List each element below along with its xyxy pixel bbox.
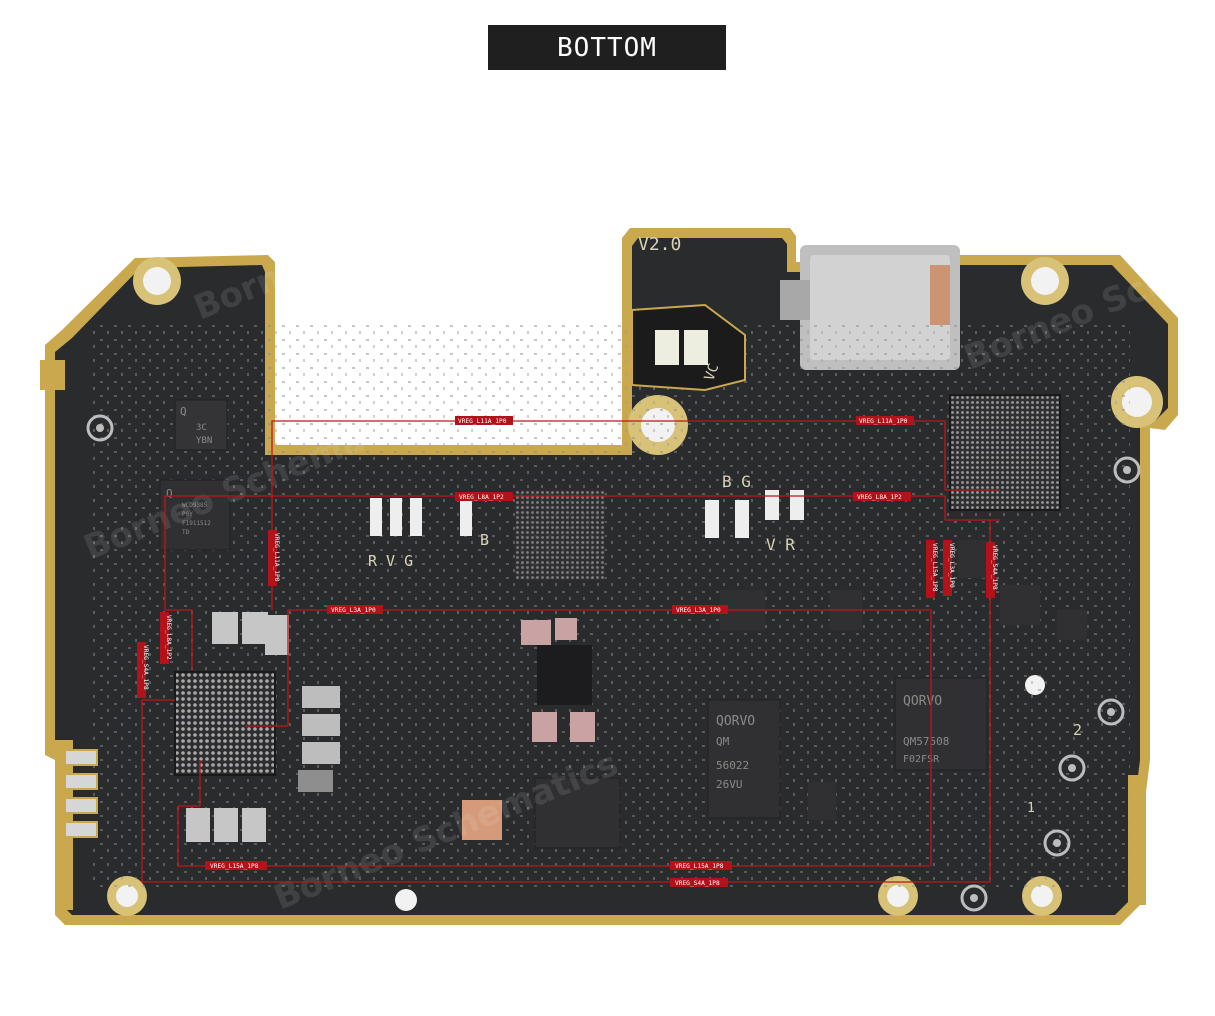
- svg-text:F02FSR: F02FSR: [903, 754, 940, 765]
- svg-text:VREG_L8A_1P2: VREG_L8A_1P2: [857, 494, 902, 501]
- svg-text:QORVO: QORVO: [716, 714, 755, 729]
- net-label-l11a-left: VREG_L11A_1P0: [455, 416, 513, 425]
- svg-text:VREG_L11A_1P0: VREG_L11A_1P0: [859, 418, 908, 425]
- svg-text:B G: B G: [722, 472, 751, 491]
- rf-connectors: [86, 414, 1141, 912]
- net-label-l11a-vertical: VREG_L11A_1P0: [268, 530, 280, 586]
- svg-text:R V G: R V G: [368, 552, 413, 570]
- bga-chips: [174, 394, 1061, 776]
- svg-text:VREG_L11A_1P0: VREG_L11A_1P0: [273, 533, 280, 582]
- net-label-l3a-right: VREG_L3A_1P0: [672, 605, 728, 614]
- chip-marking-qualcomm-mid: Q WCD9385 P0Y F1911512 TD: [166, 487, 211, 536]
- net-label-l8a-left: VREG_L8A_1P2: [455, 492, 513, 501]
- net-label-l15a-right: VREG_L15A_1P8: [670, 861, 732, 870]
- board-revision-label: V2.0: [638, 234, 681, 255]
- svg-text:26VU: 26VU: [716, 778, 743, 791]
- net-label-l15a-vertical: VREG_L15A_1P8: [926, 540, 938, 598]
- net-label-s4a-right: VREG_S4A_1P8: [986, 542, 998, 598]
- svg-text:Q: Q: [166, 487, 173, 500]
- net-label-s4a-bottom: VREG_S4A_1P8: [670, 878, 728, 887]
- net-label-l8a-vertical: VREG_L8A_1P2: [160, 612, 172, 664]
- svg-text:YBN: YBN: [196, 436, 212, 446]
- svg-text:QM: QM: [716, 735, 730, 748]
- svg-text:VREG_L11A_1P0: VREG_L11A_1P0: [458, 418, 507, 425]
- svg-text:VREG_S4A_1P8: VREG_S4A_1P8: [675, 880, 720, 887]
- svg-text:VREG_L15A_1P8: VREG_L15A_1P8: [210, 863, 259, 870]
- svg-text:TD: TD: [182, 529, 190, 536]
- svg-text:V R: V R: [766, 535, 795, 554]
- svg-text:Q: Q: [180, 405, 187, 418]
- chip-marking-qorvo-left: QORVO QM 56022 26VU: [716, 714, 755, 791]
- flash-led: [631, 303, 746, 392]
- chip-marking-qualcomm-small: Q 3C YBN: [180, 405, 212, 446]
- svg-text:VREG_L3A_1P0: VREG_L3A_1P0: [676, 607, 721, 614]
- svg-text:Borneo Schematics: Borneo Schematics: [188, 154, 543, 329]
- svg-text:WCD9385: WCD9385: [182, 502, 208, 509]
- net-label-l3a-left: VREG_L3A_1P0: [327, 605, 383, 614]
- svg-text:VREG_L8A_1P2: VREG_L8A_1P2: [165, 615, 172, 660]
- svg-text:56022: 56022: [716, 759, 749, 772]
- svg-text:1: 1: [1027, 801, 1035, 816]
- connector-pads: [64, 490, 804, 838]
- net-label-s4a-left: VREG_S4A_1P8: [137, 642, 149, 698]
- svg-text:P0Y: P0Y: [182, 511, 193, 518]
- net-label-l15a-left: VREG_L15A_1P8: [205, 861, 267, 870]
- net-label-l8a-right: VREG_L8A_1P2: [853, 492, 911, 501]
- svg-text:VREG_S4A_1P8: VREG_S4A_1P8: [142, 645, 149, 690]
- svg-text:VC: VC: [702, 362, 723, 383]
- svg-text:QM57508: QM57508: [903, 735, 949, 748]
- svg-text:3C: 3C: [196, 423, 207, 433]
- svg-text:VREG_L15A_1P8: VREG_L15A_1P8: [931, 543, 938, 592]
- net-label-l3a-vertical: VREG_L3A_1P0: [943, 540, 955, 596]
- svg-text:2: 2: [1073, 721, 1082, 739]
- page-title: BOTTOM: [488, 25, 726, 70]
- net-traces: [141, 420, 1000, 883]
- svg-text:VREG_L3A_1P0: VREG_L3A_1P0: [948, 543, 955, 588]
- chip-marking-qorvo-right: QORVO QM57508 F02FSR: [903, 694, 949, 765]
- silkscreen: V2.0 B G V R R V G B VC 1 2: [368, 234, 1082, 816]
- svg-text:B: B: [480, 531, 489, 549]
- inductors: [186, 612, 595, 842]
- svg-text:VREG_S4A_1P8: VREG_S4A_1P8: [991, 545, 998, 590]
- svg-text:VREG_L8A_1P2: VREG_L8A_1P2: [459, 494, 504, 501]
- svg-text:VREG_L3A_1P0: VREG_L3A_1P0: [331, 607, 376, 614]
- svg-text:QORVO: QORVO: [903, 694, 942, 709]
- svg-text:VREG_L15A_1P8: VREG_L15A_1P8: [675, 863, 724, 870]
- svg-text:F1911512: F1911512: [182, 520, 211, 527]
- net-label-l11a-right: VREG_L11A_1P0: [856, 416, 914, 425]
